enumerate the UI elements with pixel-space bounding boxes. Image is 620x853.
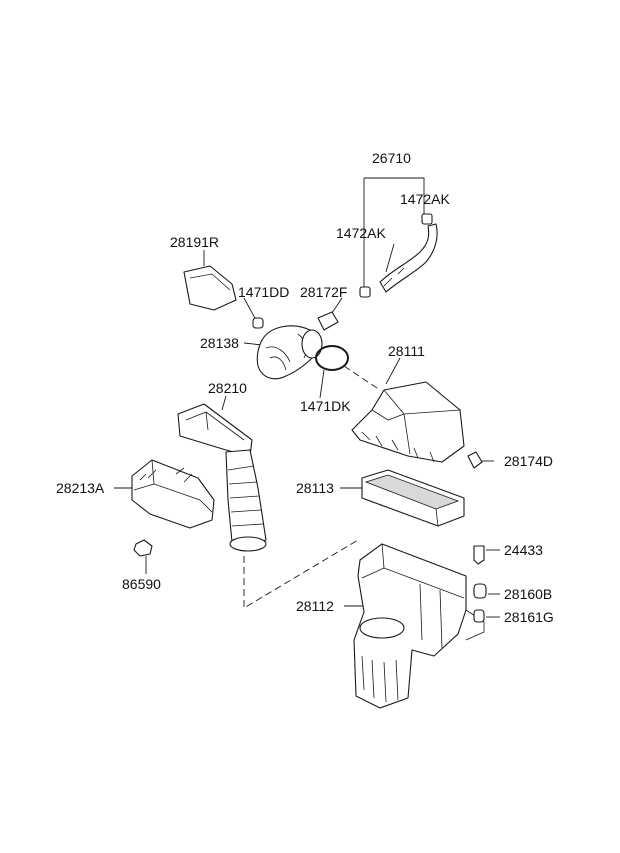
air-cleaner-lower-body <box>353 543 467 709</box>
label-28111: 28111 <box>388 343 425 359</box>
air-cleaner-cover <box>351 381 465 463</box>
hose-clip-lower <box>359 286 371 298</box>
label-26710: 26710 <box>372 150 411 166</box>
label-28210: 28210 <box>208 380 247 396</box>
label-28113: 28113 <box>296 480 334 496</box>
clip-28174d <box>467 451 483 469</box>
label-1471DK: 1471DK <box>300 398 351 414</box>
clamp-1471dd <box>252 317 264 329</box>
breather-hose <box>379 223 438 293</box>
label-28191R: 28191R <box>170 234 219 250</box>
hose-clip-upper <box>421 213 433 225</box>
label-86590: 86590 <box>122 576 161 592</box>
bolt-86590 <box>133 539 153 557</box>
label-28174D: 28174D <box>504 453 553 469</box>
label-28213A: 28213A <box>56 480 105 496</box>
label-1472AK-right: 1472AK <box>400 191 450 207</box>
label-28160B: 28160B <box>504 586 552 602</box>
label-28112: 28112 <box>296 598 334 614</box>
grommet-24433 <box>473 545 485 565</box>
label-24433: 24433 <box>504 542 543 558</box>
label-28161G: 28161G <box>504 609 554 625</box>
hose-clamp <box>315 345 349 371</box>
insulator-28160b <box>473 583 487 599</box>
label-28138: 28138 <box>200 335 239 351</box>
label-28172F: 28172F <box>300 284 347 300</box>
resonator-28213a <box>131 459 215 529</box>
nipple-28172f <box>317 311 339 331</box>
air-duct-tube <box>225 449 267 549</box>
label-1471DD: 1471DD <box>238 284 289 300</box>
bracket-28161g <box>473 609 485 623</box>
air-duct-inlet <box>177 403 253 457</box>
label-1472AK-left: 1472AK <box>336 225 386 241</box>
breather-hose-group <box>359 177 438 298</box>
